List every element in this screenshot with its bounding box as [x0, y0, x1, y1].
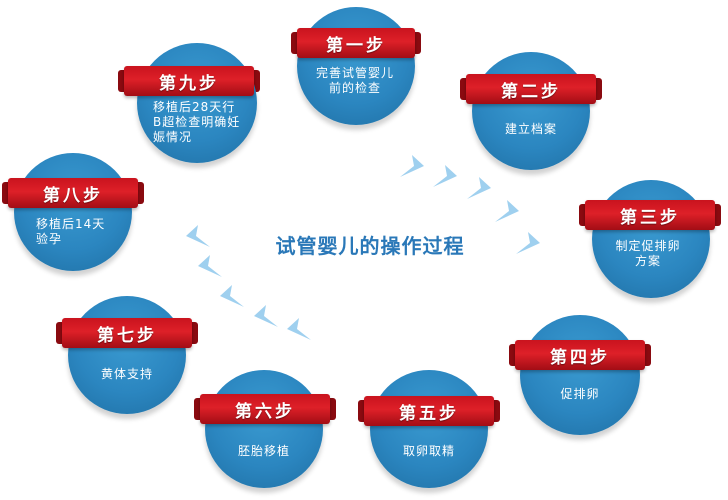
step-4-circle	[520, 315, 640, 435]
step-7-description: 黄体支持	[100, 367, 153, 381]
arrow-left-4	[198, 255, 222, 277]
arrow-left-3	[220, 285, 244, 307]
arrow-left-2	[254, 305, 278, 327]
step-5-banner: 第五步	[358, 396, 500, 426]
step-2-description: 建立档案	[504, 122, 557, 136]
step-1-circle	[297, 7, 415, 125]
arrow-right-3	[467, 177, 491, 199]
step-3-banner: 第三步	[579, 200, 721, 230]
step-3-description: 制定促排卵方案	[615, 239, 681, 268]
step-1-banner: 第一步	[291, 28, 421, 58]
arrow-left-1	[287, 318, 311, 340]
arrow-right-5	[516, 232, 540, 254]
step-7-banner: 第七步	[56, 318, 198, 348]
step-8-banner: 第八步	[2, 178, 144, 208]
step-7-circle	[68, 296, 186, 414]
step-1-description: 完善试管婴儿前的检查	[315, 66, 394, 95]
step-2-banner: 第二步	[460, 74, 602, 104]
step-6-circle	[205, 370, 323, 488]
step-9-description: 移植后28天行B超检查明确妊娠情况	[153, 100, 241, 144]
step-3-circle	[592, 180, 710, 298]
step-5-description: 取卵取精	[402, 444, 455, 458]
step-8-circle	[14, 153, 132, 271]
step-6-banner: 第六步	[194, 394, 336, 424]
arrow-left-5	[186, 225, 210, 247]
step-2-circle	[472, 52, 590, 170]
arrow-right-2	[433, 165, 457, 187]
step-4-banner: 第四步	[509, 340, 651, 370]
step-5-circle	[370, 370, 488, 488]
step-4-description: 促排卵	[560, 387, 600, 401]
step-9-banner: 第九步	[118, 66, 260, 96]
step-8-description: 移植后14天验孕	[36, 217, 106, 246]
diagram-title: 试管婴儿的操作过程	[275, 234, 465, 258]
step-9-circle	[137, 43, 257, 163]
step-6-description: 胚胎移植	[237, 444, 290, 458]
arrow-right-1	[400, 155, 424, 177]
arrow-right-4	[495, 200, 519, 222]
